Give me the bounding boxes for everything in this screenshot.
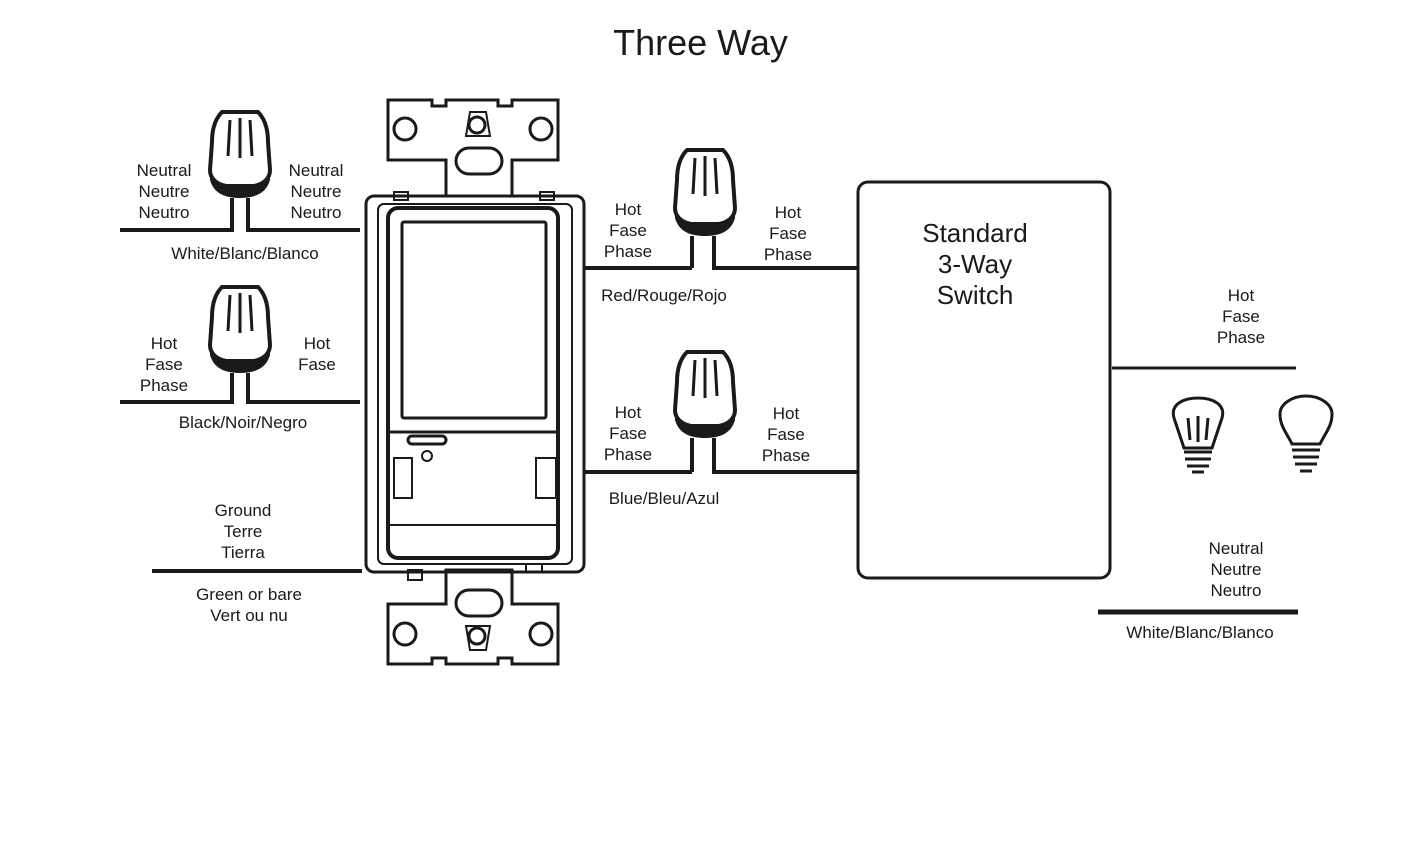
hot-wire-nut-group (120, 285, 360, 404)
red-wire-nut-group (584, 148, 858, 270)
page-title: Three Way (613, 22, 788, 63)
ground-label: Ground Terre Tierra (214, 501, 272, 562)
red-right-label: Hot Fase Phase (763, 203, 813, 264)
neutral-left-label: Neutral Neutre Neutro (136, 161, 192, 222)
wire-nut-icon (208, 110, 272, 200)
neutral-right-label: Neutral Neutre Neutro (288, 161, 344, 222)
hot-right-label: Hot Fase (298, 334, 336, 374)
switch-box-label: Standard 3-Way Switch (922, 218, 1028, 310)
neutral-wire (120, 198, 360, 232)
blue-wire-nut-group (584, 350, 858, 474)
led-bulb-icon (1171, 396, 1225, 474)
incandescent-bulb-icon (1278, 394, 1334, 473)
hot-left-label: Hot Fase Phase (139, 334, 189, 395)
load-neutral-wire-label: White/Blanc/Blanco (1126, 623, 1274, 642)
wire-nut-icon (673, 350, 737, 440)
load-hot-label: Hot Fase Phase (1216, 286, 1266, 347)
wire-nut-icon (208, 285, 272, 375)
blue-wire (690, 438, 858, 474)
neutral-wire-nut-group (120, 110, 360, 232)
blue-left-label: Hot Fase Phase (603, 403, 653, 464)
red-left-label: Hot Fase Phase (603, 200, 653, 261)
three-way-switch-box (856, 180, 1112, 580)
blue-right-label: Hot Fase Phase (761, 404, 811, 465)
ground-wire-label: Green or bare Vert ou nu (196, 585, 302, 625)
red-wire-label: Red/Rouge/Rojo (601, 286, 727, 305)
neutral-wire-label: White/Blanc/Blanco (171, 244, 319, 263)
red-wire (690, 236, 858, 270)
hot-wire (120, 373, 360, 404)
wire-nut-icon (673, 148, 737, 238)
smart-switch-device (364, 98, 586, 666)
hot-wire-label: Black/Noir/Negro (178, 413, 308, 432)
blue-wire-label: Blue/Bleu/Azul (608, 489, 720, 508)
load-neutral-label: Neutral Neutre Neutro (1208, 539, 1264, 600)
